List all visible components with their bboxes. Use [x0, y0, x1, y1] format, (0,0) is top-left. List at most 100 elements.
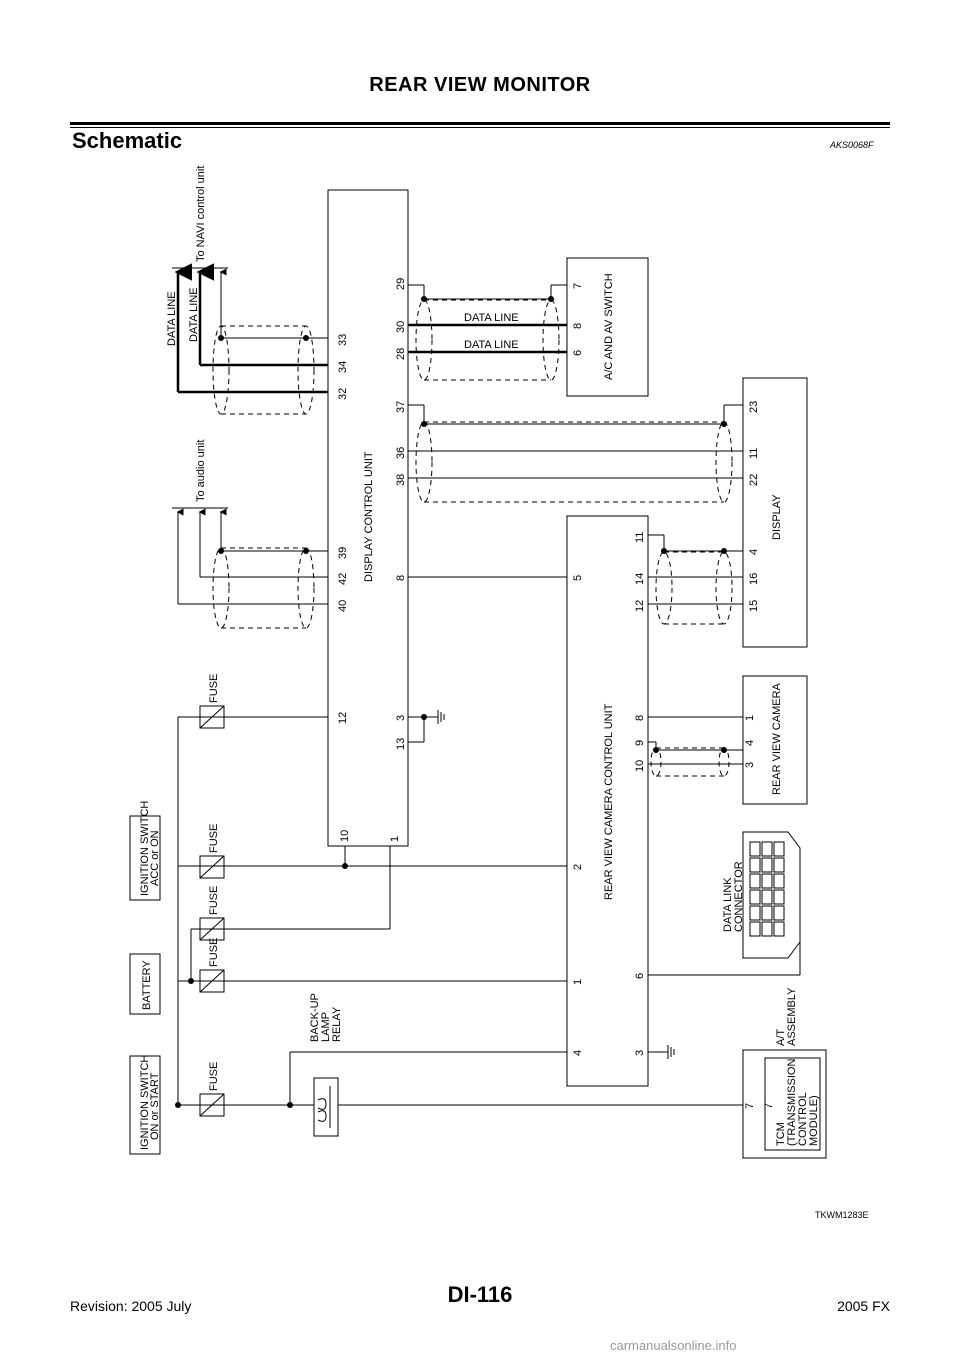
pin-rvcu-9: 9	[634, 740, 646, 746]
to-navi-label: To NAVI control unit	[195, 166, 207, 262]
pin-dcu-38: 38	[395, 474, 407, 486]
pin-rvcu-10: 10	[634, 760, 646, 772]
ign-on-start-box	[129, 1055, 161, 1155]
pin-rvcu-2: 2	[572, 864, 584, 870]
pin-disp-11: 11	[748, 448, 760, 459]
rear-view-camera-label: REAR VIEW CAMERA	[771, 682, 783, 795]
to-audio-label: To audio unit	[195, 440, 207, 502]
shield-lines	[212, 299, 733, 777]
pin-dcu-1: 1	[389, 836, 401, 842]
pin-rvcu-5: 5	[572, 575, 584, 581]
pin-rvcu-8: 8	[634, 715, 646, 721]
pin-cam-1: 1	[744, 715, 756, 721]
watermark: carmanualsonline.info	[610, 1338, 737, 1353]
ign-acc-on-label-2: ACC or ON	[149, 830, 161, 886]
relay-coil	[317, 1098, 327, 1122]
data-line-label-3: DATA LINE	[464, 312, 519, 324]
ac-av-switch-box	[566, 257, 649, 397]
pin-dcu-29: 29	[395, 278, 407, 290]
pin-dcu-33: 33	[337, 334, 349, 346]
display-box	[742, 377, 808, 648]
ign-acc-on-label-1: IGNITION SWITCH	[139, 801, 151, 896]
pin-av-8: 8	[572, 323, 584, 329]
pin-rvcu-3: 3	[634, 1050, 646, 1056]
pin-disp-23: 23	[748, 401, 760, 413]
display-control-unit-label: DISPLAY CONTROL UNIT	[363, 451, 375, 582]
fuse-label-2: FUSE	[208, 824, 220, 853]
section-code: AKS0068F	[830, 140, 874, 150]
backup-relay-box	[313, 1077, 339, 1137]
header-rule-thin	[70, 127, 890, 128]
ign-acc-on-box	[129, 815, 161, 901]
junction-dots	[175, 296, 727, 1108]
at-assembly-box	[742, 1049, 827, 1159]
pin-rvcu-12: 12	[634, 600, 646, 612]
data-link-connector-pins	[749, 841, 785, 937]
rear-camera-control-unit-box	[566, 515, 649, 1087]
pin-dcu-30: 30	[395, 321, 407, 333]
pin-dcu-8: 8	[395, 575, 407, 581]
rear-camera-control-unit-label: REAR VIEW CAMERA CONTROL UNIT	[603, 703, 615, 900]
pin-dcu-3: 3	[395, 715, 407, 721]
pin-dcu-12: 12	[337, 712, 349, 724]
revision-text: Revision: 2005 July	[70, 1298, 192, 1314]
data-line-label-4: DATA LINE	[464, 339, 519, 351]
data-line-label-1: DATA LINE	[166, 291, 178, 346]
pin-disp-22: 22	[748, 474, 760, 486]
fuse-label-1: FUSE	[208, 674, 220, 703]
backup-relay-label-1: BACK-UP	[309, 993, 321, 1042]
at-assembly-label-2: ASSEMBLY	[786, 987, 798, 1046]
display-control-unit-box	[327, 189, 409, 847]
tcm-label-3: CONTROL	[797, 1092, 809, 1146]
tcm-label-4: MODULE)	[808, 1095, 820, 1146]
pin-rvcu-6: 6	[634, 973, 646, 979]
backup-relay-label-3: RELAY	[331, 1006, 343, 1042]
pin-dcu-13: 13	[395, 738, 407, 750]
ign-on-start-label-2: ON or START	[149, 1072, 161, 1140]
pin-av-6: 6	[572, 350, 584, 356]
data-link-connector-label-1: DATA LINK	[722, 877, 734, 932]
header-rule-thick	[70, 122, 890, 125]
pin-disp-15: 15	[748, 600, 760, 612]
tcm-box	[764, 1057, 821, 1151]
pin-at-7: 7	[744, 1103, 756, 1109]
display-label: DISPLAY	[771, 494, 783, 540]
data-line-wires	[174, 263, 567, 394]
section-title: Schematic	[72, 128, 183, 153]
pin-rvcu-14: 14	[634, 573, 646, 585]
pin-rvcu-11: 11	[634, 532, 646, 543]
data-link-connector-label-2: CONNECTOR	[733, 861, 745, 932]
pin-disp-4: 4	[748, 549, 760, 555]
model-text: 2005 FX	[837, 1298, 890, 1314]
fuse-label-5: FUSE	[208, 1062, 220, 1091]
pin-rvcu-1: 1	[572, 979, 584, 985]
fuse-label-3: FUSE	[208, 886, 220, 915]
ign-on-start-label-1: IGNITION SWITCH	[139, 1055, 151, 1150]
pin-dcu-34: 34	[337, 361, 349, 373]
battery-label: BATTERY	[141, 960, 153, 1010]
rear-view-camera-box	[742, 675, 808, 805]
figure-code: TKWM1283E	[815, 1210, 869, 1220]
pin-rvcu-4: 4	[572, 1050, 584, 1056]
pin-av-7: 7	[572, 283, 584, 289]
page-number: DI-116	[447, 1282, 513, 1307]
pin-dcu-32: 32	[337, 388, 349, 400]
pin-disp-16: 16	[748, 573, 760, 585]
tcm-label-1: TCM	[775, 1122, 787, 1146]
ac-av-switch-label: A/C AND AV SWITCH	[603, 273, 615, 380]
pin-tcm-7: 7	[763, 1103, 775, 1109]
data-line-label-2: DATA LINE	[188, 287, 200, 342]
pin-dcu-42: 42	[337, 573, 349, 585]
page-title: REAR VIEW MONITOR	[369, 74, 591, 96]
pin-dcu-36: 36	[395, 447, 407, 459]
tcm-label-2: (TRANSMISSION	[786, 1059, 798, 1146]
pin-dcu-39: 39	[337, 547, 349, 559]
pin-dcu-37: 37	[395, 401, 407, 413]
backup-relay-label-2: LAMP	[320, 1012, 332, 1042]
battery-box	[129, 953, 161, 1015]
pin-dcu-28: 28	[395, 348, 407, 360]
pin-dcu-40: 40	[337, 600, 349, 612]
pin-cam-3: 3	[744, 762, 756, 768]
pin-cam-4: 4	[744, 740, 756, 746]
